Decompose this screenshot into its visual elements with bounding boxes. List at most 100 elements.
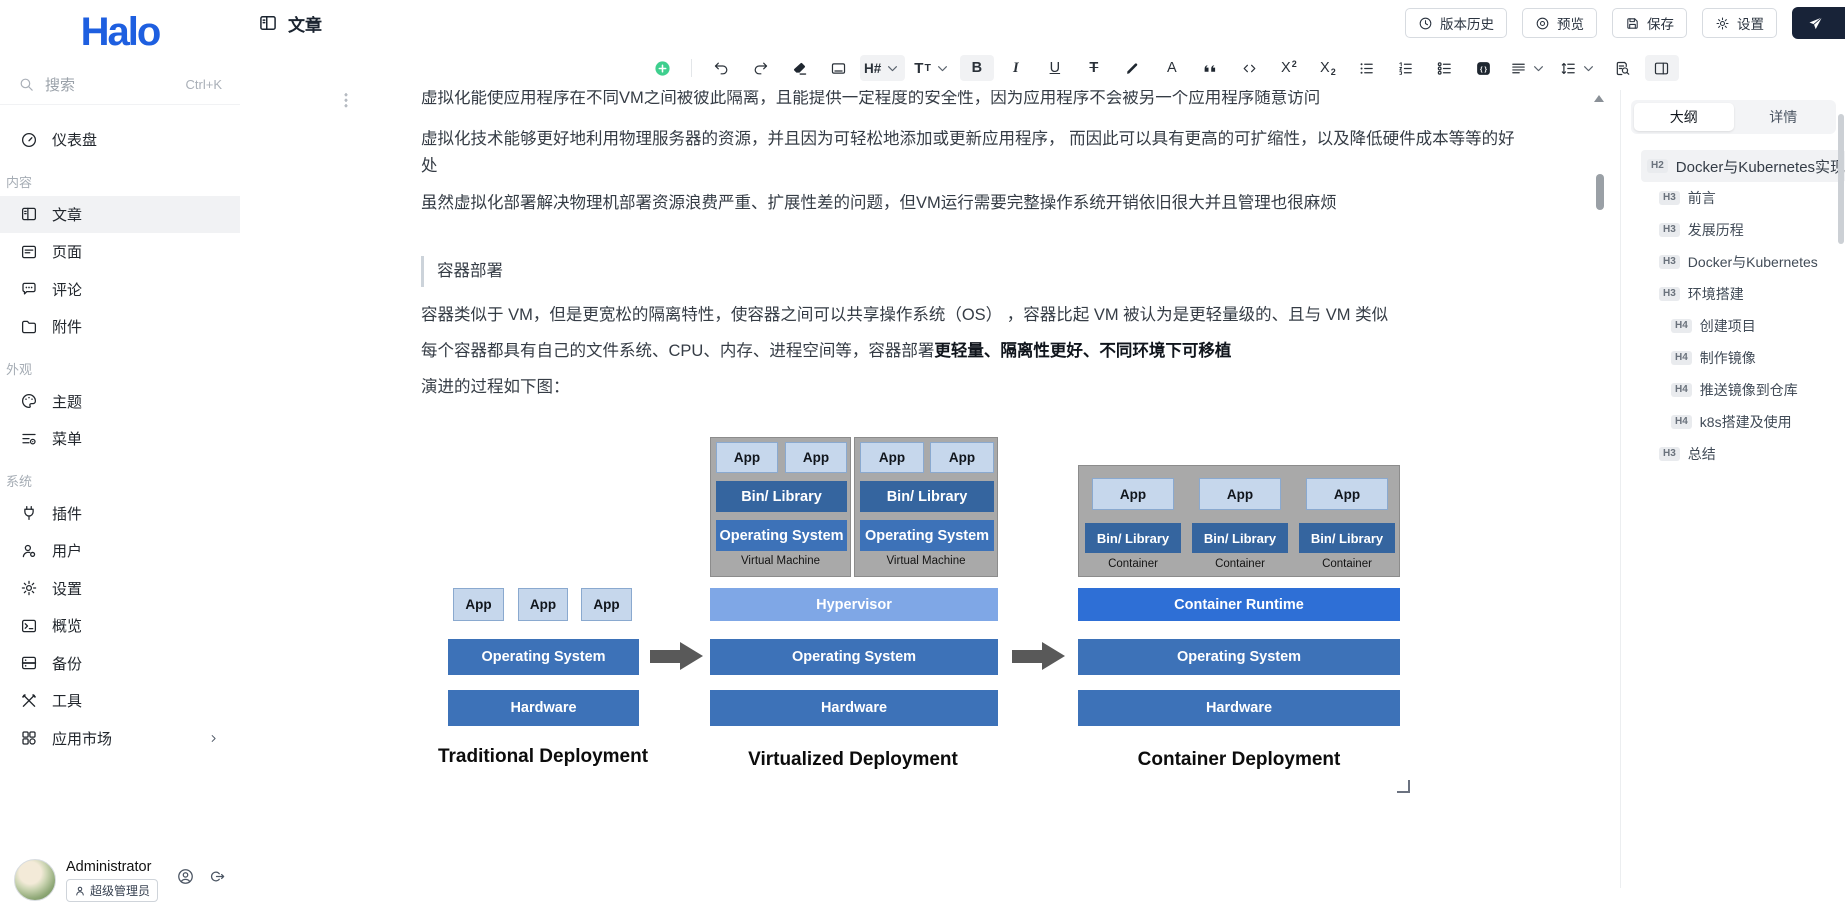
attachments-icon [21, 320, 37, 334]
sidebar-item-users[interactable]: 用户 [0, 532, 240, 570]
italic-button[interactable]: I [999, 55, 1033, 81]
code-block-button[interactable]: { } [1467, 55, 1501, 81]
container-caption: Container [1322, 558, 1372, 570]
scroll-up-arrow[interactable] [1594, 95, 1604, 102]
paragraph[interactable]: 每个容器都具有自己的文件系统、CPU、内存、进程空间等，容器部署更轻量、隔离性更… [421, 338, 1531, 365]
text-color-button[interactable]: A [1155, 55, 1189, 81]
editor-content[interactable]: 虚拟化能使应用程序在不同VM之间被彼此隔离，且能提供一定程度的安全性，因为应用程… [240, 90, 1620, 888]
inline-code-button[interactable] [1233, 55, 1267, 81]
deployment-diagram-image[interactable]: App App App Operating System Hardware Tr… [435, 430, 1420, 802]
save-button[interactable]: 保存 [1612, 8, 1687, 38]
publish-button[interactable] [1792, 7, 1845, 39]
sidebar-item-comments[interactable]: 评论 [0, 271, 240, 309]
sidebar-item-backup[interactable]: 备份 [0, 645, 240, 683]
outline-list: H2Docker与Kubernetes实现自动化部署H3前言H3发展历程H3Do… [1621, 150, 1845, 470]
superscript-digit: 2 [1291, 59, 1297, 69]
preview-button[interactable]: 预览 [1522, 8, 1597, 38]
insert-button[interactable] [645, 55, 679, 81]
highlight-button[interactable] [1116, 55, 1150, 81]
sidebar-item-label: 用户 [52, 543, 83, 561]
search-input[interactable]: 搜索 Ctrl+K [0, 64, 240, 105]
toolbar-button-label: A [1167, 60, 1177, 76]
role-label: 超级管理员 [90, 884, 151, 898]
sidebar-item-settings[interactable]: 设置 [0, 570, 240, 608]
outline-item[interactable]: H2Docker与Kubernetes实现自动化部署 [1641, 150, 1845, 182]
blockquote-block[interactable]: 容器部署 [421, 256, 1547, 287]
user-area[interactable]: Administrator 超级管理员 [0, 859, 240, 902]
sidebar-item-pages[interactable]: 页面 [0, 233, 240, 271]
sidebar-item-plugins[interactable]: 插件 [0, 495, 240, 533]
app-box: App [860, 442, 924, 473]
clear-format-button[interactable] [782, 55, 816, 81]
image-resize-handle[interactable] [1397, 780, 1410, 793]
sidebar-item-dashboard[interactable]: 仪表盘 [0, 121, 240, 159]
blockquote-text: 容器部署 [437, 262, 503, 280]
heading-level-badge: H3 [1659, 255, 1680, 269]
sidebar-item-posts[interactable]: 文章 [0, 195, 240, 233]
logout-icon[interactable] [207, 867, 226, 886]
toggle-outline-panel-button[interactable] [1644, 55, 1679, 81]
align-button[interactable] [1506, 55, 1551, 81]
subscript-digit: 2 [1330, 67, 1336, 77]
sidebar-item-themes[interactable]: 主题 [0, 383, 240, 421]
keyboard-button[interactable] [821, 55, 855, 81]
sidebar-item-menus[interactable]: 菜单 [0, 420, 240, 458]
gauge-icon [21, 132, 37, 147]
bullet-list-button[interactable] [1350, 55, 1384, 81]
sidebar-item-overview[interactable]: 概览 [0, 607, 240, 645]
strikethrough-button[interactable]: T [1077, 55, 1111, 81]
heading-level-badge: H3 [1659, 287, 1680, 301]
heading-level-badge: H3 [1659, 191, 1680, 205]
toolbar-button-small-label: T [924, 62, 931, 74]
outline-tab-1[interactable]: 详情 [1769, 109, 1798, 125]
os-bar: Operating System [710, 639, 998, 675]
settings-button[interactable]: 设置 [1702, 8, 1777, 38]
version-history-button[interactable]: 版本历史 [1405, 8, 1507, 38]
search-replace-button[interactable] [1606, 55, 1640, 81]
redo-button[interactable] [743, 55, 777, 81]
outline-item-label: Docker与Kubernetes实现自动化部署 [1675, 158, 1845, 176]
paragraph[interactable]: 虚拟化能使应用程序在不同VM之间被彼此隔离，且能提供一定程度的安全性，因为应用程… [421, 90, 1321, 107]
underline-button[interactable]: U [1038, 55, 1072, 81]
editor-scrollbar[interactable] [1596, 174, 1604, 210]
paragraph[interactable]: 演进的过程如下图： [421, 378, 570, 396]
avatar[interactable] [14, 859, 56, 901]
bold-button[interactable]: B [959, 55, 994, 81]
sidebar-item-tools[interactable]: 工具 [0, 682, 240, 720]
outline-scrollbar[interactable] [1838, 114, 1844, 244]
task-list-button[interactable] [1428, 55, 1462, 81]
undo-button[interactable] [704, 55, 738, 81]
line-height-button[interactable] [1556, 55, 1601, 81]
paragraph[interactable]: 虽然虚拟化部署解决物理机部署资源浪费严重、扩展性差的问题，但VM运行需要完整操作… [421, 194, 1337, 212]
drag-handle-icon[interactable] [344, 92, 348, 108]
app-box: App [453, 588, 504, 621]
blockquote-button[interactable] [1194, 55, 1228, 81]
paragraph[interactable]: 虚拟化技术能够更好地利用物理服务器的资源，并且因为可轻松地添加或更新应用程序， … [421, 130, 1515, 175]
paragraph-text: 每个容器都具有自己的文件系统、CPU、内存、进程空间等，容器部署 [421, 342, 935, 360]
users-icon [22, 544, 36, 558]
heading-button[interactable]: H# [860, 55, 906, 81]
ordered-list-button[interactable] [1389, 55, 1423, 81]
profile-icon[interactable] [176, 867, 195, 886]
button-label: 设置 [1737, 17, 1764, 32]
bin-library-bar: Bin/ Library [1299, 523, 1395, 553]
hardware-bar: Hardware [1078, 690, 1400, 726]
outline-tab-0[interactable]: 大纲 [1634, 103, 1734, 131]
sidebar-item-app-market[interactable]: 应用市场 [0, 720, 240, 758]
paragraph[interactable]: 容器类似于 VM，但是更宽松的隔离特性，使容器之间可以共享操作系统（OS） ，容… [421, 306, 1389, 324]
toolbar-button-label: T [1089, 60, 1099, 76]
posts-icon [21, 207, 37, 221]
sidebar-item-attachments[interactable]: 附件 [0, 308, 240, 346]
